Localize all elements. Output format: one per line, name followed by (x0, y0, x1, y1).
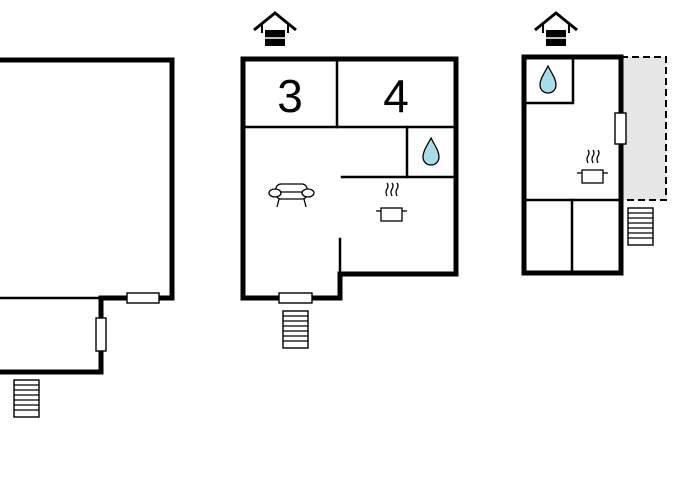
middle-entrance-door (278, 292, 313, 304)
house-entrance-icon (534, 11, 578, 46)
floor-plan-right (521, 11, 667, 276)
left-outer-wall (0, 57, 175, 375)
sofa-icon (268, 183, 315, 208)
middle-outer-wall (240, 56, 459, 301)
right-door (614, 112, 627, 145)
cooking-pot-icon (376, 182, 407, 222)
left-stairs-icon (13, 379, 40, 418)
annex-area (620, 56, 667, 201)
left-door-right (126, 292, 160, 304)
floor-plan-left (0, 57, 175, 418)
room-number-4: 4 (383, 70, 409, 122)
water-drop-icon (539, 64, 557, 94)
left-door-lower (95, 317, 107, 352)
floor-plan-middle: 3 4 (240, 11, 459, 349)
cooking-pot-icon (577, 149, 608, 184)
water-drop-icon (422, 136, 440, 166)
house-entrance-icon (253, 11, 297, 46)
right-bath-wall (524, 57, 575, 105)
room-number-3: 3 (277, 70, 303, 122)
middle-stairs-icon (282, 310, 309, 349)
right-stairs-icon (627, 207, 654, 246)
